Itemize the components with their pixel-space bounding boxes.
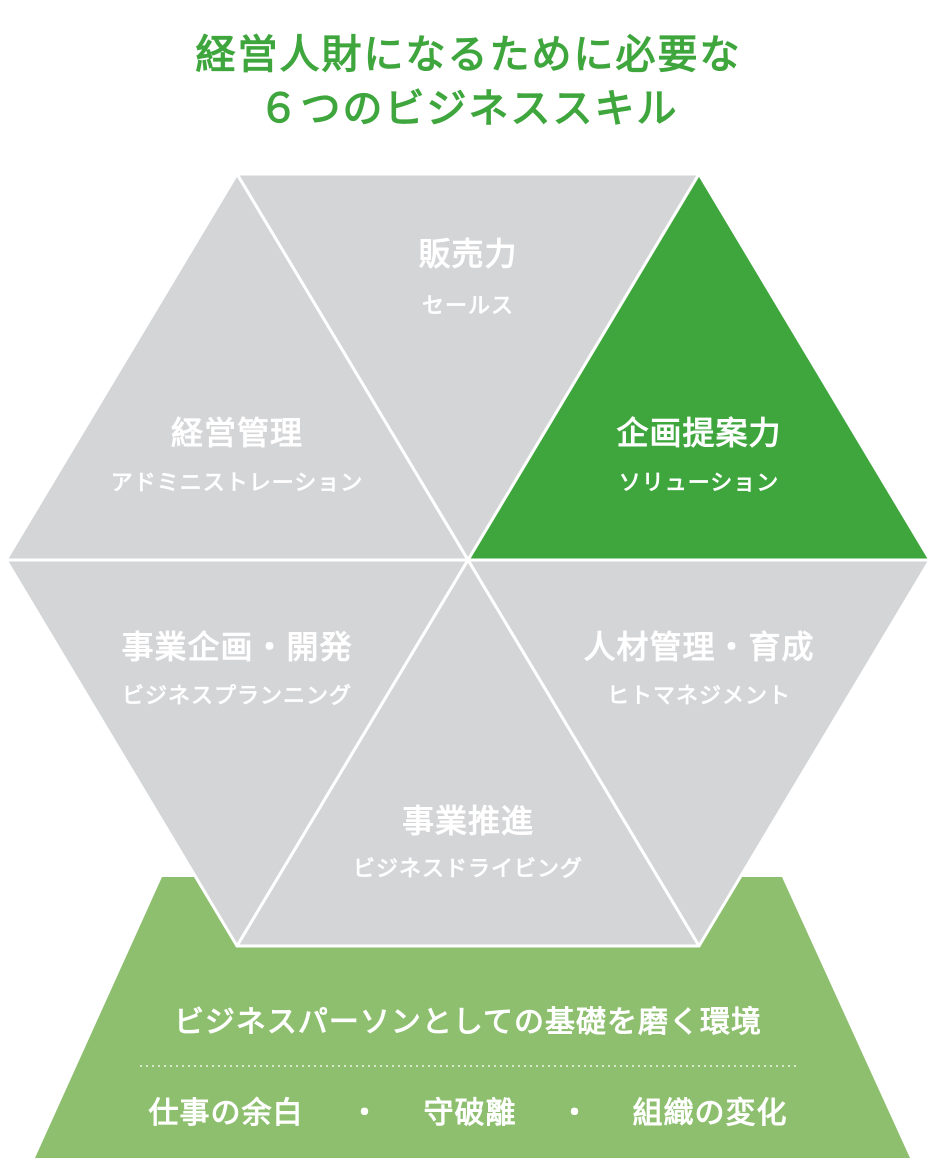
base-item-shuhari: 守破離 (424, 1096, 517, 1131)
management-title: 経営管理 (171, 414, 303, 452)
hr-subtitle: ヒトマネジメント (607, 684, 791, 709)
proposal-subtitle: ソリューション (619, 471, 780, 496)
base-separator-1: ・ (350, 1096, 381, 1131)
proposal-title: 企画提案力 (616, 414, 781, 452)
diagram-title-line-1: 経営人財になるために必要な (195, 32, 742, 78)
hr-title: 人材管理・育成 (583, 628, 814, 666)
sales-subtitle: セールス (422, 294, 514, 319)
driving-title: 事業推進 (402, 802, 534, 840)
planning-subtitle: ビジネスプランニング (122, 683, 352, 709)
base-heading: ビジネスパーソンとしての基礎を磨く環境 (174, 1005, 762, 1040)
diagram-title-line-2: ６つのビジネススキル (258, 86, 679, 132)
base-item-org-change: 組織の変化 (633, 1096, 788, 1131)
driving-subtitle: ビジネスドライビング (353, 856, 583, 882)
base-separator-2: ・ (560, 1096, 591, 1131)
management-subtitle: アドミニストレーション (111, 471, 364, 496)
segment-driving (235, 558, 701, 948)
base-item-margin: 仕事の余白 (148, 1096, 304, 1131)
planning-title: 事業企画・開発 (121, 628, 352, 666)
sales-title: 販売力 (418, 235, 517, 273)
